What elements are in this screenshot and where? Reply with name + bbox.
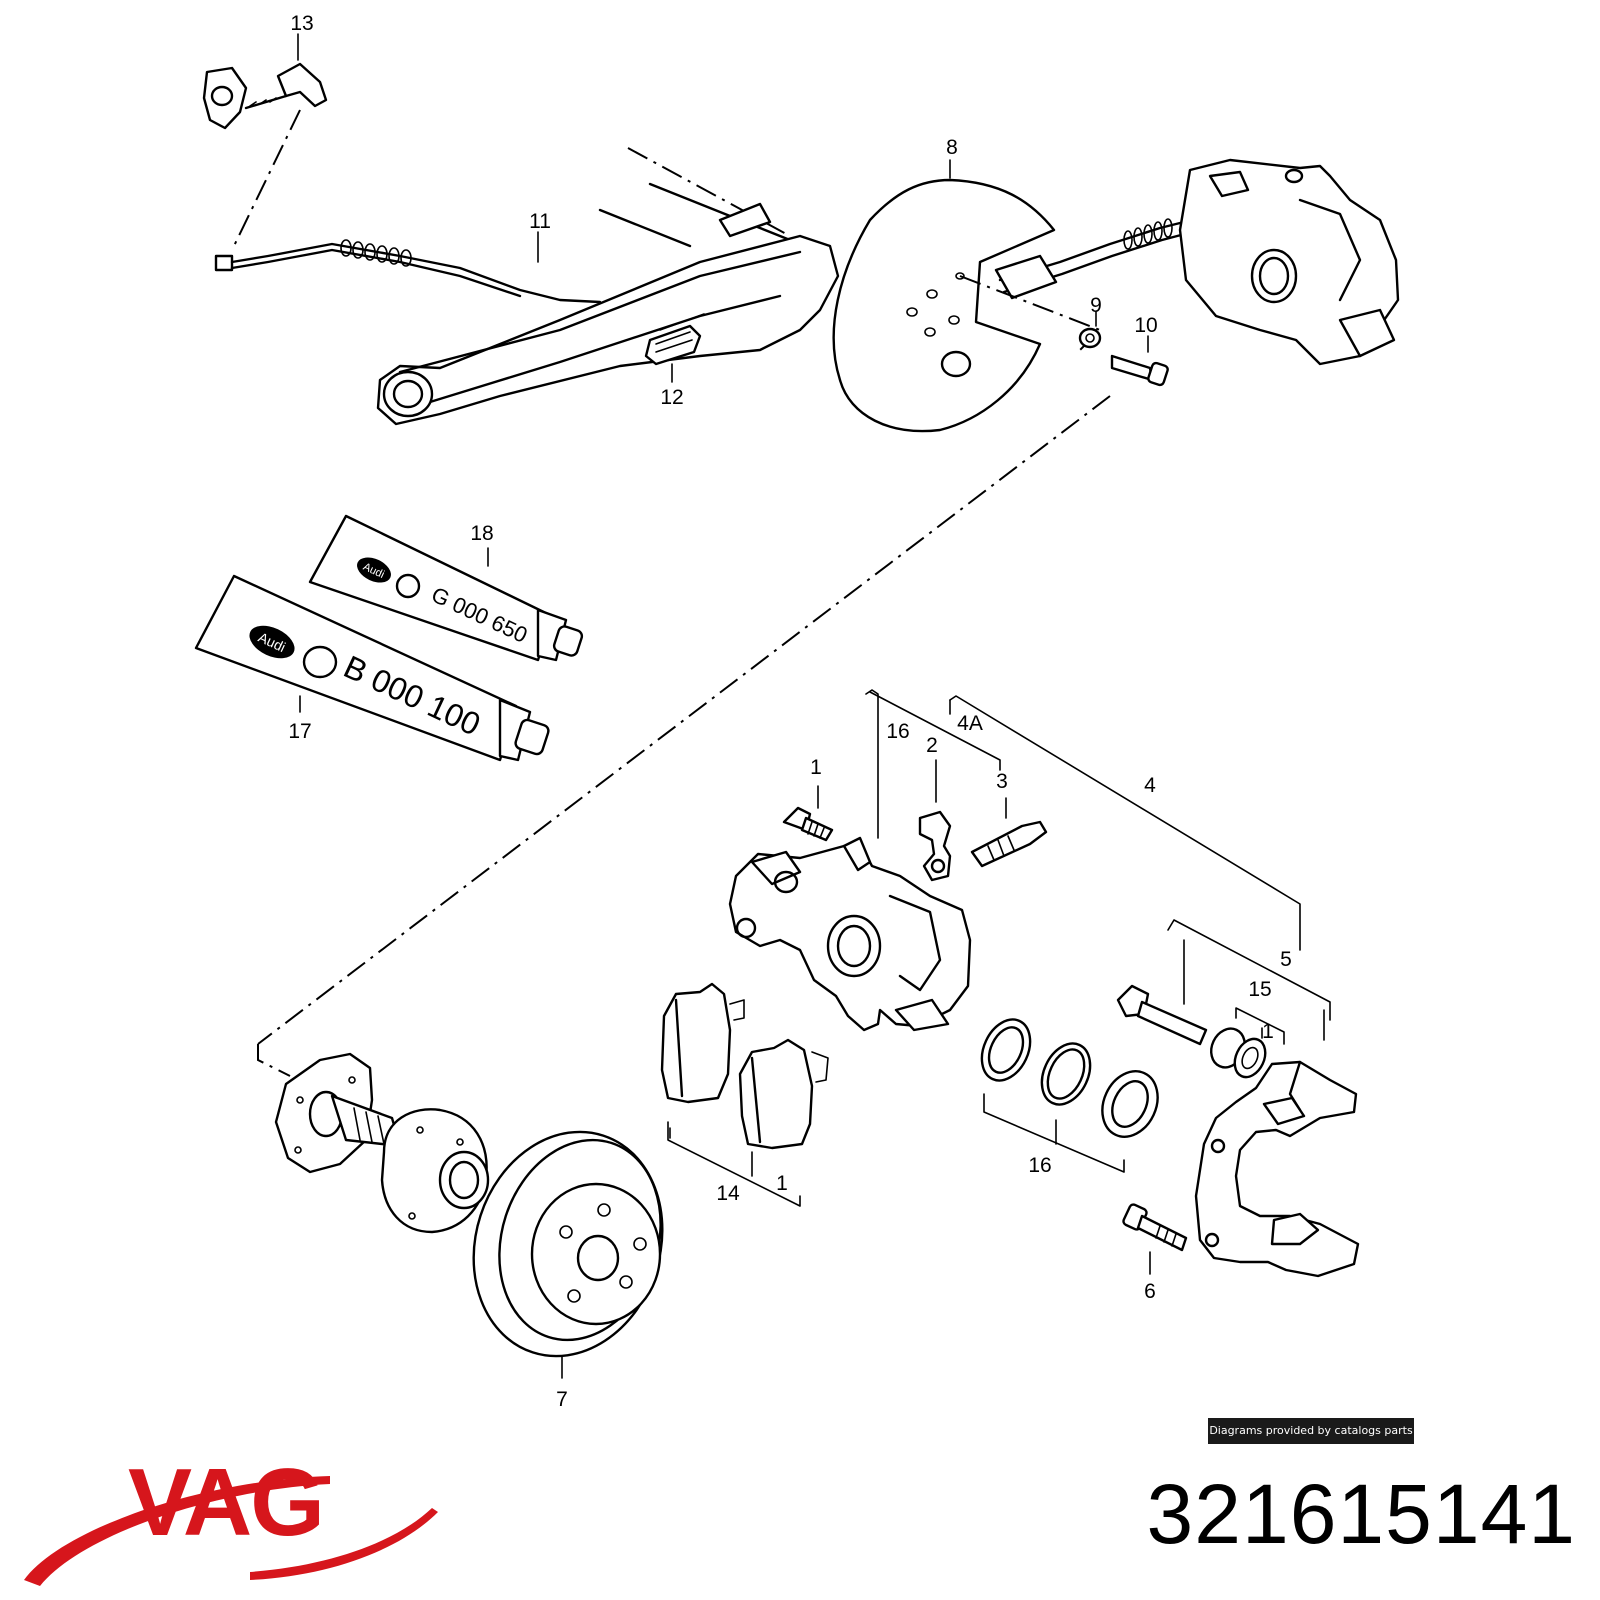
part-cable-right — [994, 216, 1202, 300]
callout-5: 5 — [1280, 948, 1292, 971]
callout-9: 9 — [1090, 294, 1102, 317]
callout-1-bushing: 1 — [1262, 1020, 1274, 1043]
callout-4a: 4A — [957, 712, 983, 735]
callout-11: 11 — [529, 210, 551, 233]
callout-10: 10 — [1134, 314, 1157, 337]
part-11-cable — [214, 231, 602, 304]
part-number: 321615141 — [1146, 1467, 1576, 1561]
part-1-bolt — [782, 806, 834, 842]
callout-8: 8 — [946, 136, 958, 159]
part-13-cable-bracket — [202, 33, 328, 130]
part-caliper-carrier — [1194, 1060, 1360, 1278]
dash-line-13-11 — [231, 109, 301, 251]
callout-1-top: 1 — [810, 756, 822, 779]
part-caliper-top — [1178, 158, 1400, 366]
callout-16-top: 16 — [886, 720, 909, 743]
callout-2: 2 — [926, 734, 938, 757]
callout-1-pad: 1 — [776, 1172, 788, 1195]
callout-17: 17 — [288, 720, 311, 743]
part-3-bleed-screw — [970, 820, 1048, 868]
callout-12: 12 — [660, 386, 683, 409]
vag-logo: VAG — [128, 1449, 325, 1556]
callout-7: 7 — [556, 1388, 568, 1411]
part-16-seal-kit — [980, 1018, 1159, 1173]
part-wheel-hub — [257, 1044, 490, 1234]
axle-trailing-arm — [376, 147, 840, 426]
part-4-brake-caliper — [728, 836, 972, 1032]
part-14-brake-pads — [660, 982, 829, 1207]
part-10-bolt — [1110, 335, 1169, 387]
part-2-bleed-cap — [918, 810, 952, 882]
diagram-credit: Diagrams provided by catalogs parts — [1208, 1418, 1414, 1444]
part-7-brake-disc — [472, 1130, 664, 1379]
callout-4: 4 — [1144, 774, 1156, 797]
callout-15: 15 — [1248, 978, 1271, 1001]
part-8-backing-plate — [832, 159, 1056, 433]
callout-3: 3 — [996, 770, 1008, 793]
part-17-grease-tube: Audi B 000 100 — [194, 574, 550, 762]
callout-13: 13 — [290, 12, 313, 35]
callout-16-bottom: 16 — [1028, 1154, 1051, 1177]
callout-labels: 13 8 11 9 10 12 18 17 16 4A 1 2 3 4 5 15… — [288, 12, 1292, 1411]
part-6-bolt — [1122, 1203, 1188, 1275]
callout-14: 14 — [716, 1182, 740, 1205]
part-9-washer — [1078, 311, 1102, 349]
part-12-grommet — [644, 324, 702, 383]
callout-6: 6 — [1144, 1280, 1156, 1303]
part-5-guide-pin-set — [1116, 919, 1331, 1079]
group-brackets-top — [817, 689, 1301, 951]
callout-18: 18 — [470, 522, 493, 545]
